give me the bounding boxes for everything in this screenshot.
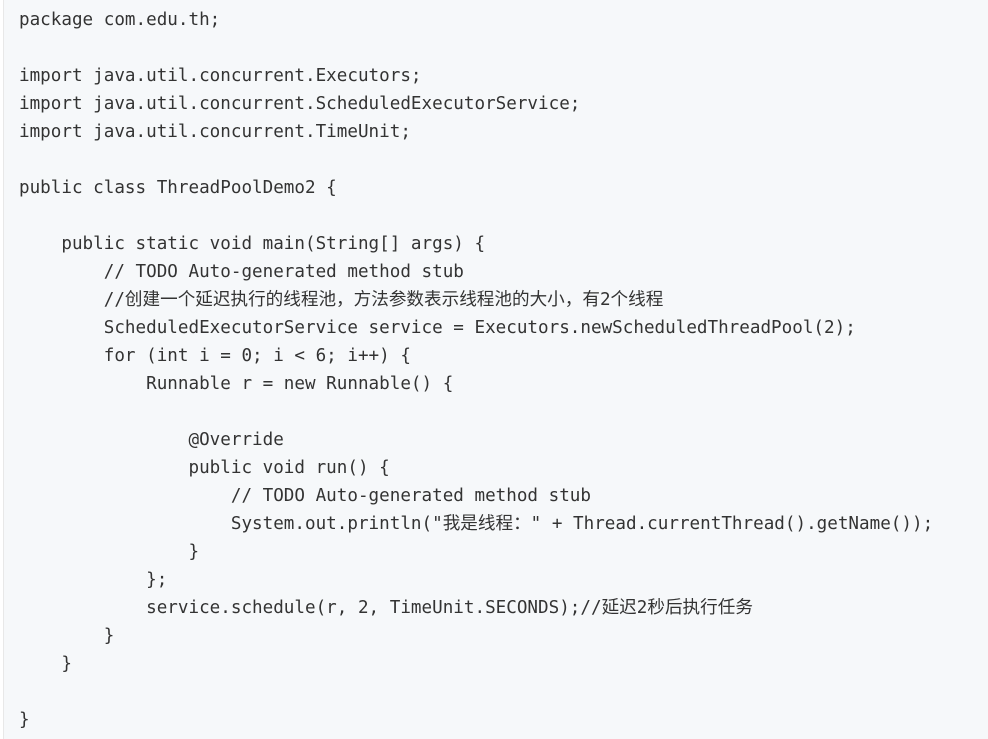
- code-line: [19, 146, 933, 174]
- code-lines: package com.edu.th; import java.util.con…: [19, 6, 933, 734]
- code-line: [19, 398, 933, 426]
- code-line: // TODO Auto-generated method stub: [19, 262, 464, 282]
- code-line: //创建一个延迟执行的线程池，方法参数表示线程池的大小，有2个线程: [19, 290, 664, 310]
- code-line: }: [19, 710, 30, 730]
- code-block: package com.edu.th; import java.util.con…: [3, 0, 988, 739]
- code-line: // TODO Auto-generated method stub: [19, 486, 591, 506]
- code-line: ScheduledExecutorService service = Execu…: [19, 318, 856, 338]
- code-line: }: [19, 654, 72, 674]
- code-line: Runnable r = new Runnable() {: [19, 374, 454, 394]
- code-line: import java.util.concurrent.Executors;: [19, 66, 422, 86]
- code-line: System.out.println("我是线程：" + Thread.curr…: [19, 514, 934, 534]
- code-line: public void run() {: [19, 458, 390, 478]
- code-line: }: [19, 626, 115, 646]
- code-line: }: [19, 542, 200, 562]
- code-line: import java.util.concurrent.ScheduledExe…: [19, 94, 581, 114]
- code-line: import java.util.concurrent.TimeUnit;: [19, 122, 411, 142]
- code-line: for (int i = 0; i < 6; i++) {: [19, 346, 411, 366]
- code-line: [19, 678, 933, 706]
- code-line: public static void main(String[] args) {: [19, 234, 486, 254]
- code-line: service.schedule(r, 2, TimeUnit.SECONDS)…: [19, 598, 753, 618]
- code-line: [19, 202, 933, 230]
- code-line: @Override: [19, 430, 284, 450]
- code-line: public class ThreadPoolDemo2 {: [19, 178, 337, 198]
- code-line: package com.edu.th;: [19, 10, 221, 30]
- code-line: [19, 34, 933, 62]
- code-line: };: [19, 570, 168, 590]
